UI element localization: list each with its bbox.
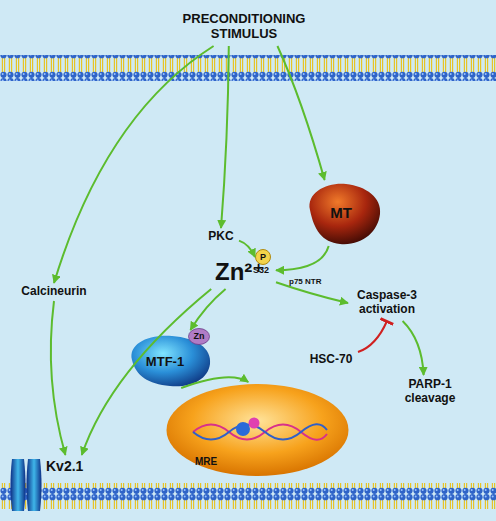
process-label: Caspase-3 activation [348, 285, 426, 321]
arrow-connector [54, 46, 214, 283]
inhibition-connector [358, 321, 387, 352]
kinase-label: PKC [203, 228, 239, 246]
arrow-connector [181, 377, 248, 388]
arrow-connector [82, 289, 211, 455]
mt-protein: MT [300, 180, 382, 246]
node-text: PARP-1 cleavage [398, 378, 462, 406]
nucleus: MRE [165, 382, 350, 478]
edge-label: p75 NTR [289, 277, 321, 286]
site-label: S32 [253, 265, 269, 275]
node-text: HSC-70 [310, 353, 353, 367]
process-label: PARP-1 cleavage [398, 375, 462, 409]
mtf1-protein: MTF-1 Zn [126, 330, 218, 388]
node-text: MTF-1 [146, 355, 184, 370]
arrow-connector [277, 46, 324, 180]
protein-label: HSC-70 [304, 352, 358, 368]
arrow-connector [276, 246, 329, 270]
stimulus-label: PRECONDITIONING STIMULUS [168, 8, 320, 46]
bottom-membrane [0, 483, 496, 509]
arrow-connector [190, 289, 225, 330]
node-text: MRE [195, 456, 217, 468]
node-text: Calcineurin [21, 285, 86, 299]
node-text: MT [330, 204, 352, 221]
node-text: PRECONDITIONING STIMULUS [168, 12, 320, 42]
arrow-connector [403, 321, 424, 375]
node-text: Caspase-3 activation [348, 289, 426, 317]
top-membrane [0, 55, 496, 81]
node-text: PKC [208, 230, 233, 244]
arrow-connector [239, 241, 255, 257]
arrow-connector [221, 46, 229, 228]
node-text: Kv2.1 [46, 458, 83, 474]
ion-channel: Kv2.1 [8, 455, 90, 513]
zinc-bead: Zn [188, 328, 210, 345]
protein-label: Calcineurin [14, 283, 94, 301]
nucleus-shape [165, 382, 350, 478]
node-text: Zn [194, 331, 205, 341]
arrow-connector [51, 301, 66, 455]
